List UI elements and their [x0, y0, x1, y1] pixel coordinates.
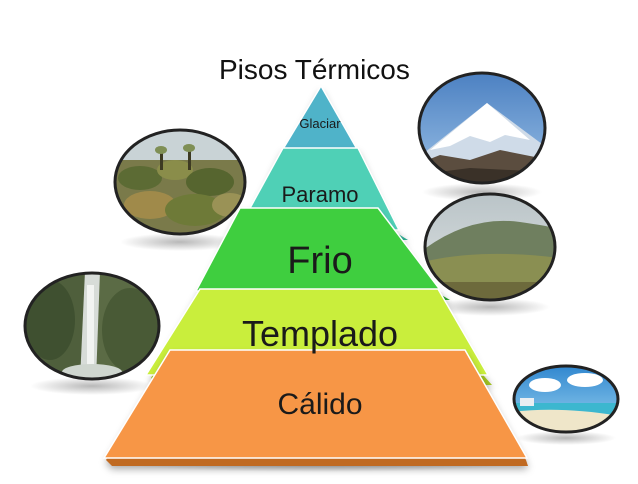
tier-label-paramo: Paramo [281, 182, 359, 207]
misty-hills-photo [423, 192, 557, 302]
tier-frio [194, 207, 450, 300]
tier-label-templado: Templado [241, 313, 399, 354]
tier-label-frio: Frio [287, 240, 353, 282]
beach-photo [512, 364, 620, 434]
diagram-title: Pisos Térmicos [219, 54, 410, 85]
waterfall-forest-photo [23, 271, 161, 381]
tier-calido [102, 349, 529, 466]
photo-shadow [516, 431, 616, 445]
photo-shadow [430, 298, 550, 316]
snowy-volcano-photo [417, 71, 547, 185]
photo-shadow [30, 377, 154, 395]
tier-label-calido: Cálido [277, 388, 363, 421]
tier-label-glaciar: Glaciar [299, 116, 341, 131]
photo-shadow [120, 233, 240, 251]
paramo-vegetation-photo [113, 128, 247, 236]
